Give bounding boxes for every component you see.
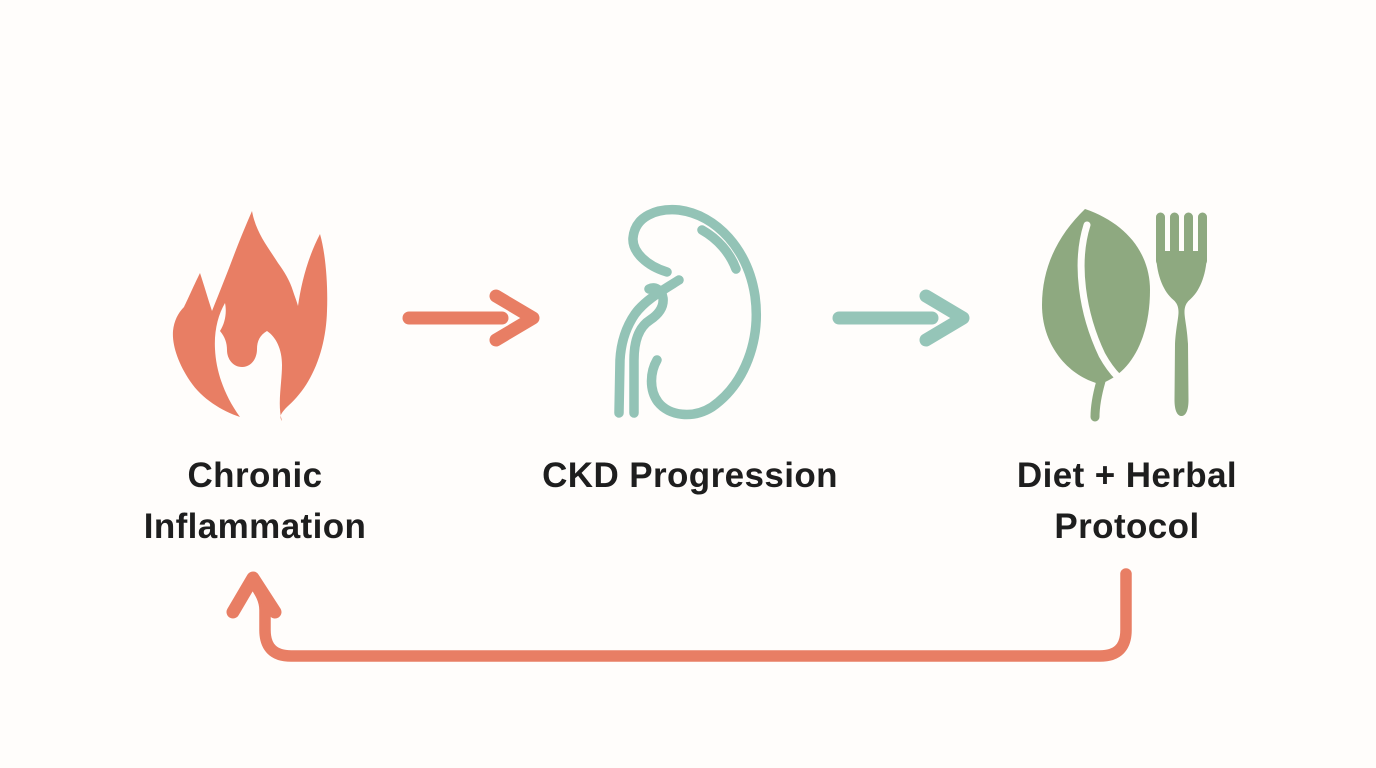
leaf-and-fork-icon	[1038, 205, 1216, 425]
node-label-chronic-inflammation: Chronic Inflammation	[143, 456, 367, 546]
node-label-diet-herbal-protocol: Diet + Herbal Protocol	[1016, 456, 1238, 546]
arrow-inflammation-to-ckd	[402, 287, 547, 349]
node-label-ckd-progression: CKD Progression	[542, 456, 838, 495]
kidney-icon	[605, 200, 765, 428]
arrow-ckd-to-diet	[832, 287, 977, 349]
flame-icon	[170, 207, 330, 429]
